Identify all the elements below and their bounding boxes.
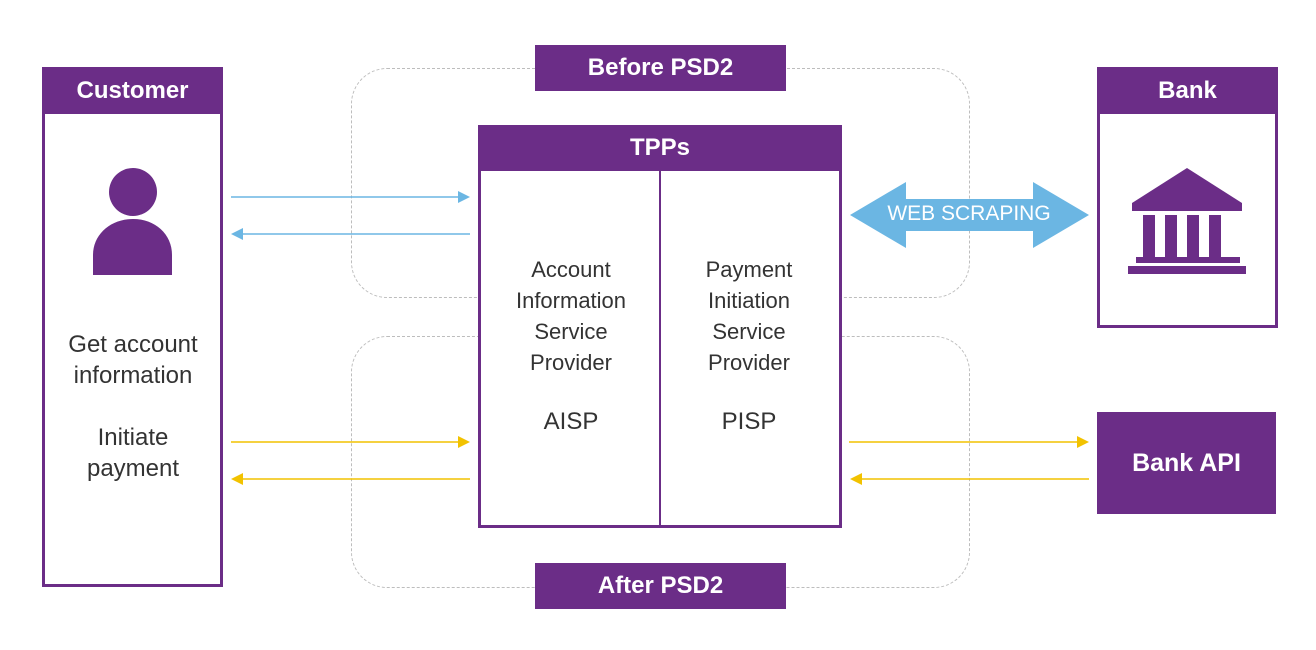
initiate-payment-label: Initiate payment xyxy=(86,424,180,482)
after-psd2-label: After PSD2 xyxy=(535,563,786,609)
pisp-description: Payment Initiation Service Provider xyxy=(705,257,793,375)
customer-box xyxy=(42,67,223,587)
bank-title: Bank xyxy=(1097,67,1278,114)
get-account-info-label: Get account information xyxy=(68,331,198,389)
aisp-label: AISP xyxy=(543,408,599,435)
before-psd2-label: Before PSD2 xyxy=(535,45,786,91)
pisp-label: PISP xyxy=(721,408,777,435)
bank-api-box: Bank API xyxy=(1097,412,1276,514)
web-scraping-label: WEB SCRAPING xyxy=(887,202,1051,225)
customer-title: Customer xyxy=(42,67,223,114)
tpps-title: TPPs xyxy=(478,125,842,171)
tpps-divider xyxy=(659,171,661,525)
aisp-description: Account Information Service Provider xyxy=(515,257,627,375)
